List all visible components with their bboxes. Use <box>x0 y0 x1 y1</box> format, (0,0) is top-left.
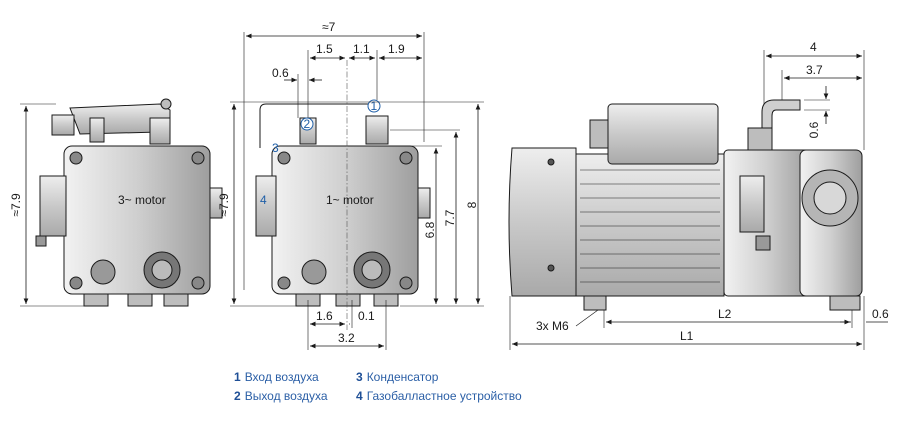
width-dim: ≈7 <box>322 20 336 34</box>
legend-number: 2 <box>234 389 241 403</box>
front-view-1-phase: 1~ motor 1 2 3 4 ≈7 1.5 1.1 1.9 0.6 6.8 … <box>217 20 484 350</box>
middle-height-dim: ≈7.9 <box>217 193 231 217</box>
callout-2: 2 <box>304 117 311 131</box>
left-height-dim: ≈7.9 <box>9 193 23 217</box>
thread-label: 3x M6 <box>536 319 569 333</box>
bolt-head <box>277 276 291 290</box>
foot <box>83 293 109 307</box>
dim-1.5: 1.5 <box>316 42 333 56</box>
side-view: 4 3.7 0.6 3x M6 L2 L1 0.6 <box>508 40 889 350</box>
dim-6.8: 6.8 <box>423 221 437 238</box>
bolt-head <box>69 276 83 290</box>
legend-number: 4 <box>356 389 363 403</box>
dim-1.6: 1.6 <box>316 309 333 323</box>
dim-0.6-bottom: 0.6 <box>872 307 889 321</box>
foot <box>829 295 861 311</box>
dim-1.1: 1.1 <box>353 42 370 56</box>
inlet-fitting <box>365 115 389 145</box>
foot <box>163 293 189 307</box>
left-view-label: 3~ motor <box>118 193 166 207</box>
drain-plug <box>301 259 327 285</box>
legend-text: Газобалластное устройство <box>366 389 522 403</box>
legend-text: Выход воздуха <box>244 389 328 403</box>
gas-ballast-valve <box>739 175 765 233</box>
cable-gland <box>589 119 609 149</box>
condenser-loop <box>259 103 375 148</box>
legend-text: Вход воздуха <box>244 370 319 384</box>
bolt-head <box>277 151 291 165</box>
callout-1: 1 <box>371 99 378 113</box>
pump-housing <box>723 149 811 297</box>
pump-body <box>63 145 211 295</box>
screw <box>547 264 555 272</box>
dim-0.6-vertical: 0.6 <box>807 121 821 138</box>
legend-number: 3 <box>356 370 363 384</box>
callout-4: 4 <box>260 193 267 207</box>
middle-view-label: 1~ motor <box>326 193 374 207</box>
gas-ballast-valve <box>39 175 67 237</box>
cooling-fins <box>580 169 720 283</box>
drain-plug <box>90 259 116 285</box>
terminal-box <box>607 103 719 165</box>
motor-body <box>575 153 725 297</box>
dim-L1: L1 <box>680 329 694 343</box>
foot <box>583 295 607 311</box>
dim-7.7: 7.7 <box>443 209 457 226</box>
valve-knob <box>35 235 47 247</box>
valve-knob <box>755 235 771 251</box>
bolt-head <box>69 151 83 165</box>
dim-0.6: 0.6 <box>272 66 289 80</box>
pipe-cap <box>51 114 75 136</box>
dim-4: 4 <box>810 40 817 54</box>
legend-text: Конденсатор <box>366 370 439 384</box>
dim-3.7: 3.7 <box>806 63 823 77</box>
motor-fan-cover <box>508 147 577 297</box>
dim-3.2: 3.2 <box>338 331 355 345</box>
connector-fitting <box>89 117 105 143</box>
bolt-head <box>399 151 413 165</box>
foot <box>335 293 361 307</box>
side-fitting <box>209 187 223 219</box>
dim-L2: L2 <box>718 307 732 321</box>
pump-body <box>271 145 419 295</box>
end-flange-inner <box>813 181 847 215</box>
callout-circle-1 <box>367 99 381 113</box>
sight-glass-inner <box>361 259 383 281</box>
screw <box>547 158 555 166</box>
bolt-head <box>399 276 413 290</box>
callout-3: 3 <box>272 141 279 155</box>
legend-number: 1 <box>234 370 241 384</box>
dim-8: 8 <box>465 201 479 208</box>
dim-0.1: 0.1 <box>358 309 375 323</box>
fitting-knob <box>160 98 172 110</box>
sight-glass-inner <box>151 259 173 281</box>
bolt-head <box>191 151 205 165</box>
front-view-3-phase: 3~ motor ≈7.9 <box>9 98 223 307</box>
bolt-head <box>191 276 205 290</box>
gas-ballast-valve <box>255 175 277 237</box>
inlet-fitting <box>149 117 171 145</box>
dim-1.9: 1.9 <box>388 42 405 56</box>
callout-circle-2 <box>300 117 314 131</box>
foot <box>127 293 153 307</box>
elbow-base <box>747 127 773 151</box>
side-fitting <box>417 187 431 219</box>
leader-line <box>575 309 599 327</box>
